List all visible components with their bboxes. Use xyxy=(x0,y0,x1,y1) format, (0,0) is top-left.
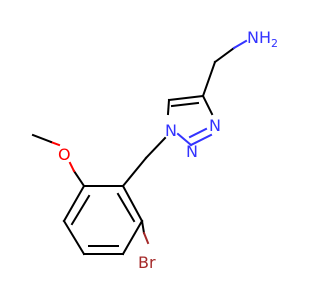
bond-ch2-nh2 xyxy=(213,46,236,64)
nh2-label: NH2 xyxy=(247,28,278,50)
bond-c4-n3 xyxy=(201,94,214,116)
molecule-structure: NH2 N N N O Br xyxy=(31,28,278,272)
bond-c5-n1 xyxy=(166,98,171,116)
bond-ring-ome-c xyxy=(72,169,86,188)
bond-n1-ch2 xyxy=(144,136,167,160)
bond-ring-6-inner xyxy=(116,192,136,223)
bond-n1-n2 xyxy=(176,132,193,147)
bond-ch2-nh2-n xyxy=(232,39,248,50)
bond-ring-2 xyxy=(62,184,86,223)
n3-label: N xyxy=(209,116,221,135)
bond-ch2-ring xyxy=(121,156,148,188)
bond-o-ch3-o xyxy=(49,140,61,147)
bond-ring-br-br xyxy=(142,231,150,245)
bond-ring-br xyxy=(140,219,146,235)
bond-ring-5 xyxy=(121,219,144,256)
bond-ring-6 xyxy=(121,184,144,223)
bond-n2-n3-inner xyxy=(188,127,208,139)
bond-c4-c5 xyxy=(167,94,205,102)
bond-o-ch3 xyxy=(31,133,53,144)
bond-ring-2-inner xyxy=(70,194,91,226)
n1-label: N xyxy=(165,121,177,140)
bond-ch2-c4 xyxy=(201,60,217,98)
n2-label: N xyxy=(186,142,198,161)
bond-ring-3 xyxy=(62,219,86,256)
bond-ring-ome-o xyxy=(68,161,76,173)
o-label: O xyxy=(58,145,71,164)
bond-n2-n3 xyxy=(189,133,213,147)
br-label: Br xyxy=(138,253,156,272)
bond-c4-c5-inner xyxy=(170,101,200,108)
